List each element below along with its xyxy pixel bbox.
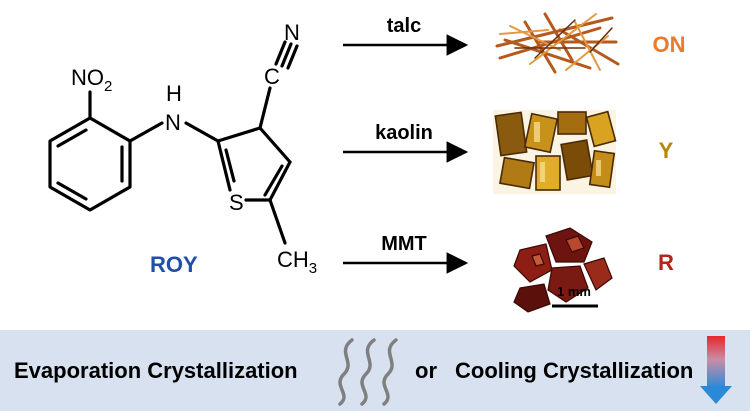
banner-background — [0, 330, 750, 411]
amine-hydrogen-label: H — [166, 81, 182, 106]
route-arrows — [343, 34, 469, 274]
roy-atom-labels: NO2 H N N C S CH3 — [71, 20, 317, 277]
sulfur-label: S — [229, 190, 244, 215]
result-label-y: Y — [659, 138, 674, 163]
temperature-gradient-arrow-icon — [700, 336, 732, 404]
wavy-lines-icon — [338, 338, 398, 406]
prism-crystals-photo — [493, 110, 617, 194]
nitrile-nitrogen-label: N — [284, 20, 300, 45]
amine-nitrogen-label: N — [165, 110, 181, 135]
block-crystals-photo — [513, 227, 613, 313]
reagent-label-kaolin: kaolin — [375, 122, 433, 144]
evaporation-label: Evaporation Crystallization — [14, 358, 298, 383]
result-label-r: R — [658, 250, 674, 275]
or-connector: or — [415, 358, 437, 383]
molecule-name: ROY — [150, 252, 198, 277]
nitrile-carbon-label: C — [264, 64, 280, 89]
methyl-label: CH3 — [277, 247, 317, 277]
roy-structure — [48, 40, 299, 245]
result-label-on: ON — [653, 32, 686, 57]
scale-bar-label: 1 mm — [557, 284, 591, 299]
reagent-label-talc: talc — [387, 15, 421, 37]
needle-crystals-photo — [495, 12, 620, 74]
nitro-group-label: NO2 — [71, 65, 112, 95]
crystallization-banner: Evaporation Crystallization or Cooling C… — [0, 330, 750, 411]
scale-bar: 1 mm — [552, 284, 598, 308]
reagent-label-mmt: MMT — [381, 233, 427, 255]
cooling-label: Cooling Crystallization — [455, 358, 693, 383]
